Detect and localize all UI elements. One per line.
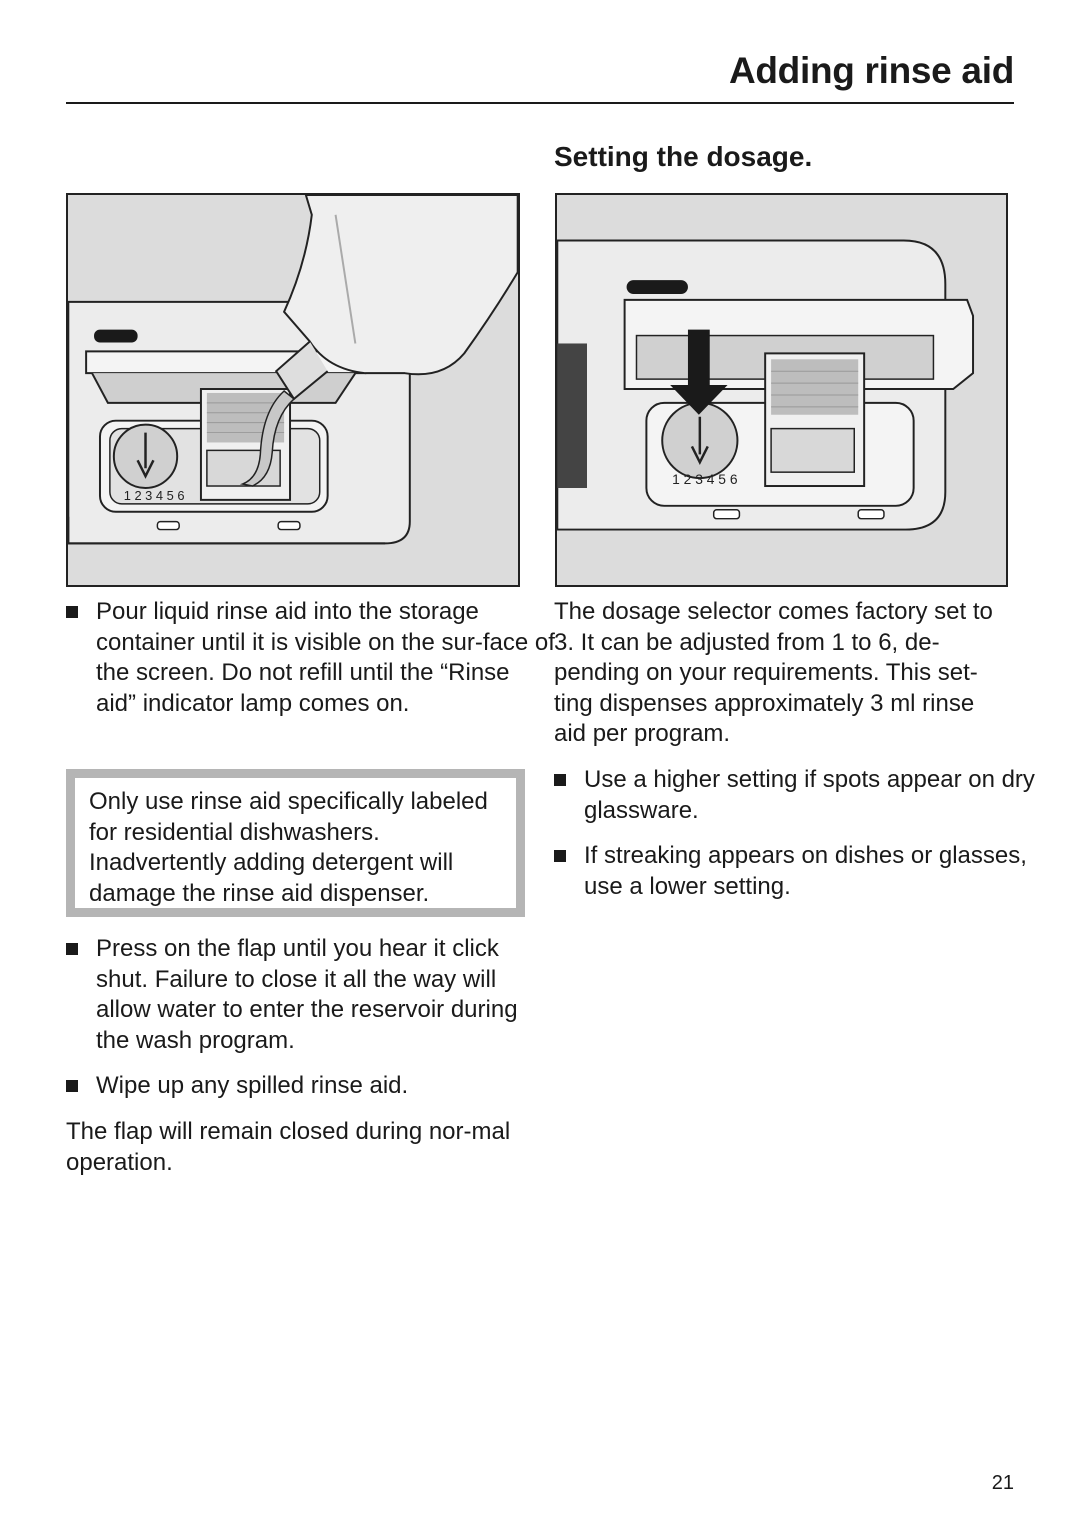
bullet-text: Pour liquid rinse aid into the storage c… [96, 598, 555, 717]
section-heading: Setting the dosage. [554, 141, 813, 172]
bullet-press-flap: Press on the flap until you hear it clic… [66, 934, 555, 1056]
illustration-dosage-selector: 1 2 3 4 5 6 [555, 193, 1008, 587]
bullet-text: Wipe up any spilled rinse aid. [96, 1072, 409, 1099]
header-rule [66, 102, 1014, 104]
pouring-rinse-aid-drawing: 1 2 3 4 5 6 [68, 195, 518, 545]
dial-scale-label: 1 2 3 4 5 6 [672, 471, 738, 487]
illustration-pouring-rinse-aid: 1 2 3 4 5 6 [66, 193, 520, 587]
bullet-square-icon [554, 774, 566, 786]
bullet-square-icon [66, 606, 78, 618]
page-number: 21 [991, 1472, 1014, 1494]
bullet-pour-rinse-aid: Pour liquid rinse aid into the storage c… [66, 597, 555, 719]
bullet-wipe-up: Wipe up any spilled rinse aid. [66, 1071, 555, 1102]
bullet-square-icon [66, 1080, 78, 1092]
bullet-text: Use a higher setting if spots appear on … [584, 766, 1035, 824]
dial-scale-label: 1 2 3 4 5 6 [124, 488, 185, 503]
bullet-lower-setting: If streaking appears on dishes or glasse… [554, 841, 1039, 902]
note-text: Only use rinse aid specifically labeled … [89, 788, 488, 907]
flap-closed-paragraph: The flap will remain closed during nor-m… [66, 1118, 511, 1176]
bullet-higher-setting: Use a higher setting if spots appear on … [554, 765, 1039, 826]
dosage-selector-drawing: 1 2 3 4 5 6 [557, 239, 975, 531]
page-title: Adding rinse aid [728, 50, 1014, 91]
note-box: Only use rinse aid specifically labeled … [66, 769, 525, 917]
dosage-paragraph: The dosage selector comes factory set to… [554, 598, 993, 747]
bullet-text: Press on the flap until you hear it clic… [96, 935, 518, 1054]
bullet-square-icon [66, 943, 78, 955]
bullet-text: If streaking appears on dishes or glasse… [584, 842, 1027, 900]
bullet-square-icon [554, 850, 566, 862]
